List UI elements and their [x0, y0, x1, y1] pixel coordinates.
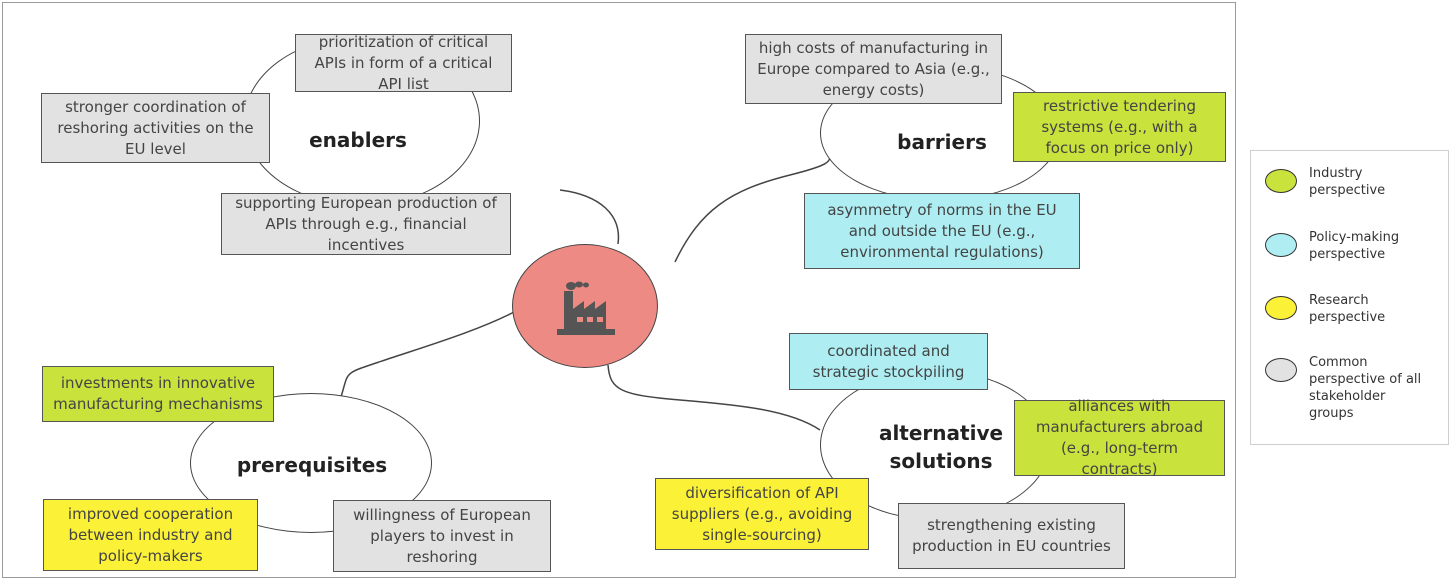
alternative-box-2: alliances with manufacturers abroad (e.g… — [1014, 397, 1225, 478]
alternative-solutions-title: alternative solutions — [866, 419, 1016, 475]
alternative-title-line2: solutions — [889, 449, 993, 473]
prerequisites-title: prerequisites — [236, 453, 388, 477]
alternative-title-line1: alternative — [878, 421, 1004, 445]
legend-label-research: Research perspective — [1309, 293, 1386, 325]
prerequisites-box-3: willingness of European players to inves… — [333, 500, 551, 572]
barriers-box-1: high costs of manufacturing in Europe co… — [745, 34, 1002, 104]
alternative-box-4: strengthening existing production in EU … — [898, 503, 1125, 569]
legend-dot-common — [1265, 358, 1297, 382]
enablers-box-2: stronger coordination of reshoring activ… — [41, 93, 270, 163]
legend-item-common: Common perspective of all stakeholder gr… — [1265, 354, 1429, 422]
barriers-box-3: asymmetry of norms in the EU and outside… — [804, 193, 1080, 269]
alternative-box-3: diversification of API suppliers (e.g., … — [655, 478, 869, 550]
legend-dot-research — [1265, 296, 1297, 320]
legend-dot-industry — [1265, 169, 1297, 193]
alternative-box-1: coordinated and strategic stockpiling — [789, 333, 988, 390]
barriers-title: barriers — [897, 130, 987, 154]
legend-label-industry: Industry perspective — [1309, 166, 1386, 198]
legend-item-industry: Industry perspective — [1265, 165, 1429, 199]
prerequisites-box-1: investments in innovative manufacturing … — [42, 366, 274, 422]
enablers-box-3: supporting European production of APIs t… — [221, 193, 511, 255]
barriers-box-2: restrictive tendering systems (e.g., wit… — [1013, 92, 1226, 162]
legend-label-policy: Policy-making perspective — [1309, 230, 1400, 262]
legend-item-policy: Policy-making perspective — [1265, 229, 1429, 263]
enablers-title: enablers — [309, 128, 407, 152]
diagram-frame — [2, 2, 1236, 578]
central-hub — [512, 244, 658, 368]
prerequisites-box-2: improved cooperation between industry an… — [43, 499, 258, 571]
legend-item-research: Research perspective — [1265, 292, 1429, 326]
factory-icon — [557, 281, 615, 335]
legend-dot-policy — [1265, 233, 1297, 257]
enablers-box-1: prioritization of critical APIs in form … — [295, 33, 512, 93]
legend-label-common: Common perspective of all stakeholder gr… — [1309, 355, 1422, 421]
legend: Industry perspective Policy-making persp… — [1250, 150, 1449, 445]
